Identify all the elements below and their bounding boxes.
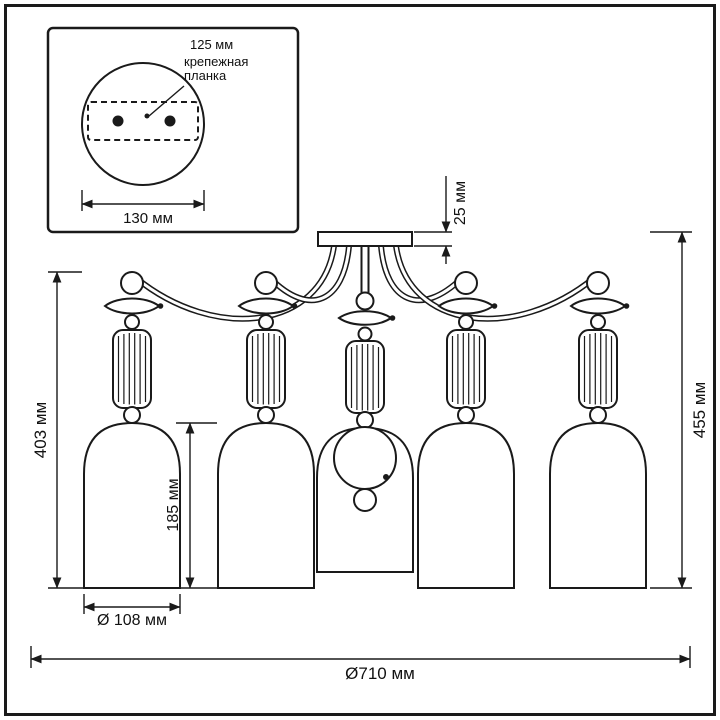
dim-total-diameter-label: Ø710 мм [345, 664, 415, 683]
inset-plate-width-label: 130 мм [123, 210, 173, 227]
chandelier [83, 231, 647, 589]
dim-403-extensions [48, 271, 84, 589]
lamp-3-center [316, 291, 414, 573]
inset-hole-spacing-label: 125 мм [190, 37, 234, 52]
mounting-bar-dashed [87, 101, 199, 141]
ceiling-canopy [317, 231, 413, 247]
dim-fixture-drop-label: 403 мм [31, 401, 50, 459]
dim-25-extensions [414, 231, 452, 247]
small-sphere-ornament [353, 488, 377, 512]
inset-box [46, 26, 300, 234]
dimension-lines [30, 176, 692, 668]
dim-130-extensions [81, 190, 205, 211]
mounting-plate-inset [46, 26, 300, 234]
center-point [144, 113, 150, 119]
mounting-plate-label: крепежная планка [184, 54, 249, 84]
leader-line [148, 85, 185, 117]
dim-total-height-label: 455 мм [690, 381, 709, 439]
dim-shade-height-label: 185 мм [165, 478, 182, 532]
lamp-5 [549, 271, 647, 589]
ceiling-plate-circle [81, 62, 205, 186]
lamp-1 [83, 271, 181, 589]
dim-185-extensions [176, 422, 217, 589]
image-frame [4, 4, 716, 716]
dim-shade-diameter-label: Ø 108 мм [96, 612, 168, 629]
arm-1 [133, 243, 337, 322]
screw-hole-right [164, 115, 176, 127]
screw-hole-left [112, 115, 124, 127]
dim-455-extensions [650, 231, 692, 589]
dim-canopy-height-label: 25 мм [452, 180, 469, 226]
dim-108-extensions [83, 594, 181, 614]
